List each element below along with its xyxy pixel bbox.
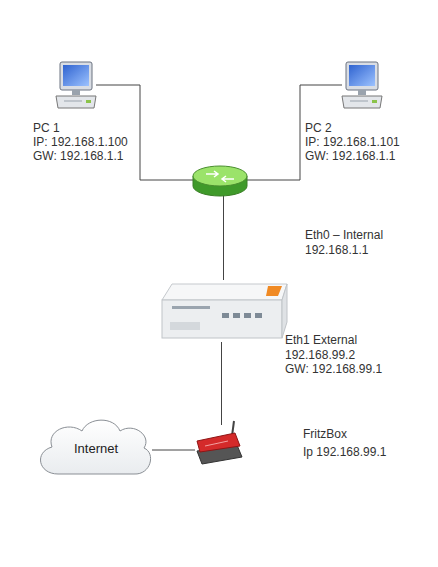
appliance-port (222, 313, 229, 318)
node-detail: IP: 192.168.1.101 (305, 135, 400, 149)
appliance-panel (170, 322, 200, 330)
node-detail: Ip 192.168.99.1 (303, 445, 386, 459)
switch-arrows (206, 171, 234, 182)
node-heading: PC 1 (33, 121, 60, 135)
cloud-shape (41, 420, 151, 474)
text-holder: Internet (40, 418, 152, 480)
node-detail: GW: 192.168.1.1 (305, 149, 396, 163)
node-heading: PC 2 (305, 121, 332, 135)
pc-node: PC 1IP: 192.168.1.100GW: 192.168.1.1 (56, 60, 96, 110)
switch-icon (193, 166, 247, 196)
appliance-logo (266, 286, 282, 296)
router-node: FritzBoxIp 192.168.99.1 (195, 425, 241, 465)
node-heading: Internet (74, 442, 118, 456)
router-top (197, 433, 240, 452)
internet-cloud: Internet (40, 418, 152, 480)
node-heading: Eth0 – Internal (305, 228, 383, 242)
appliance-top (162, 284, 287, 300)
appliance-port (244, 313, 251, 318)
network-cable (152, 450, 195, 451)
pc-icon (342, 62, 382, 108)
switch-top (193, 166, 247, 186)
appliance-port (255, 313, 262, 318)
router-stripe (205, 441, 228, 446)
node-heading: FritzBox (303, 427, 347, 441)
node-detail: 192.168.99.2 (285, 348, 355, 362)
fritzbox-icon (197, 421, 242, 464)
network-cable (221, 342, 222, 425)
appliance-front (162, 300, 282, 338)
node-detail: IP: 192.168.1.100 (33, 135, 128, 149)
node-detail: 192.168.1.1 (305, 243, 368, 257)
node-detail: GW: 192.168.99.1 (285, 362, 382, 376)
pc-icon (56, 62, 96, 108)
pc-node: PC 2IP: 192.168.1.101GW: 192.168.1.1 (342, 60, 382, 110)
appliance-port (233, 313, 240, 318)
appliance-icon (162, 284, 287, 338)
appliance-label (172, 306, 210, 309)
firewall-appliance: Eth0 – Internal192.168.1.1Eth1 External1… (160, 280, 287, 342)
node-detail: Eth1 External (285, 333, 357, 347)
node-detail: GW: 192.168.1.1 (33, 149, 124, 163)
appliance-side (282, 284, 287, 338)
